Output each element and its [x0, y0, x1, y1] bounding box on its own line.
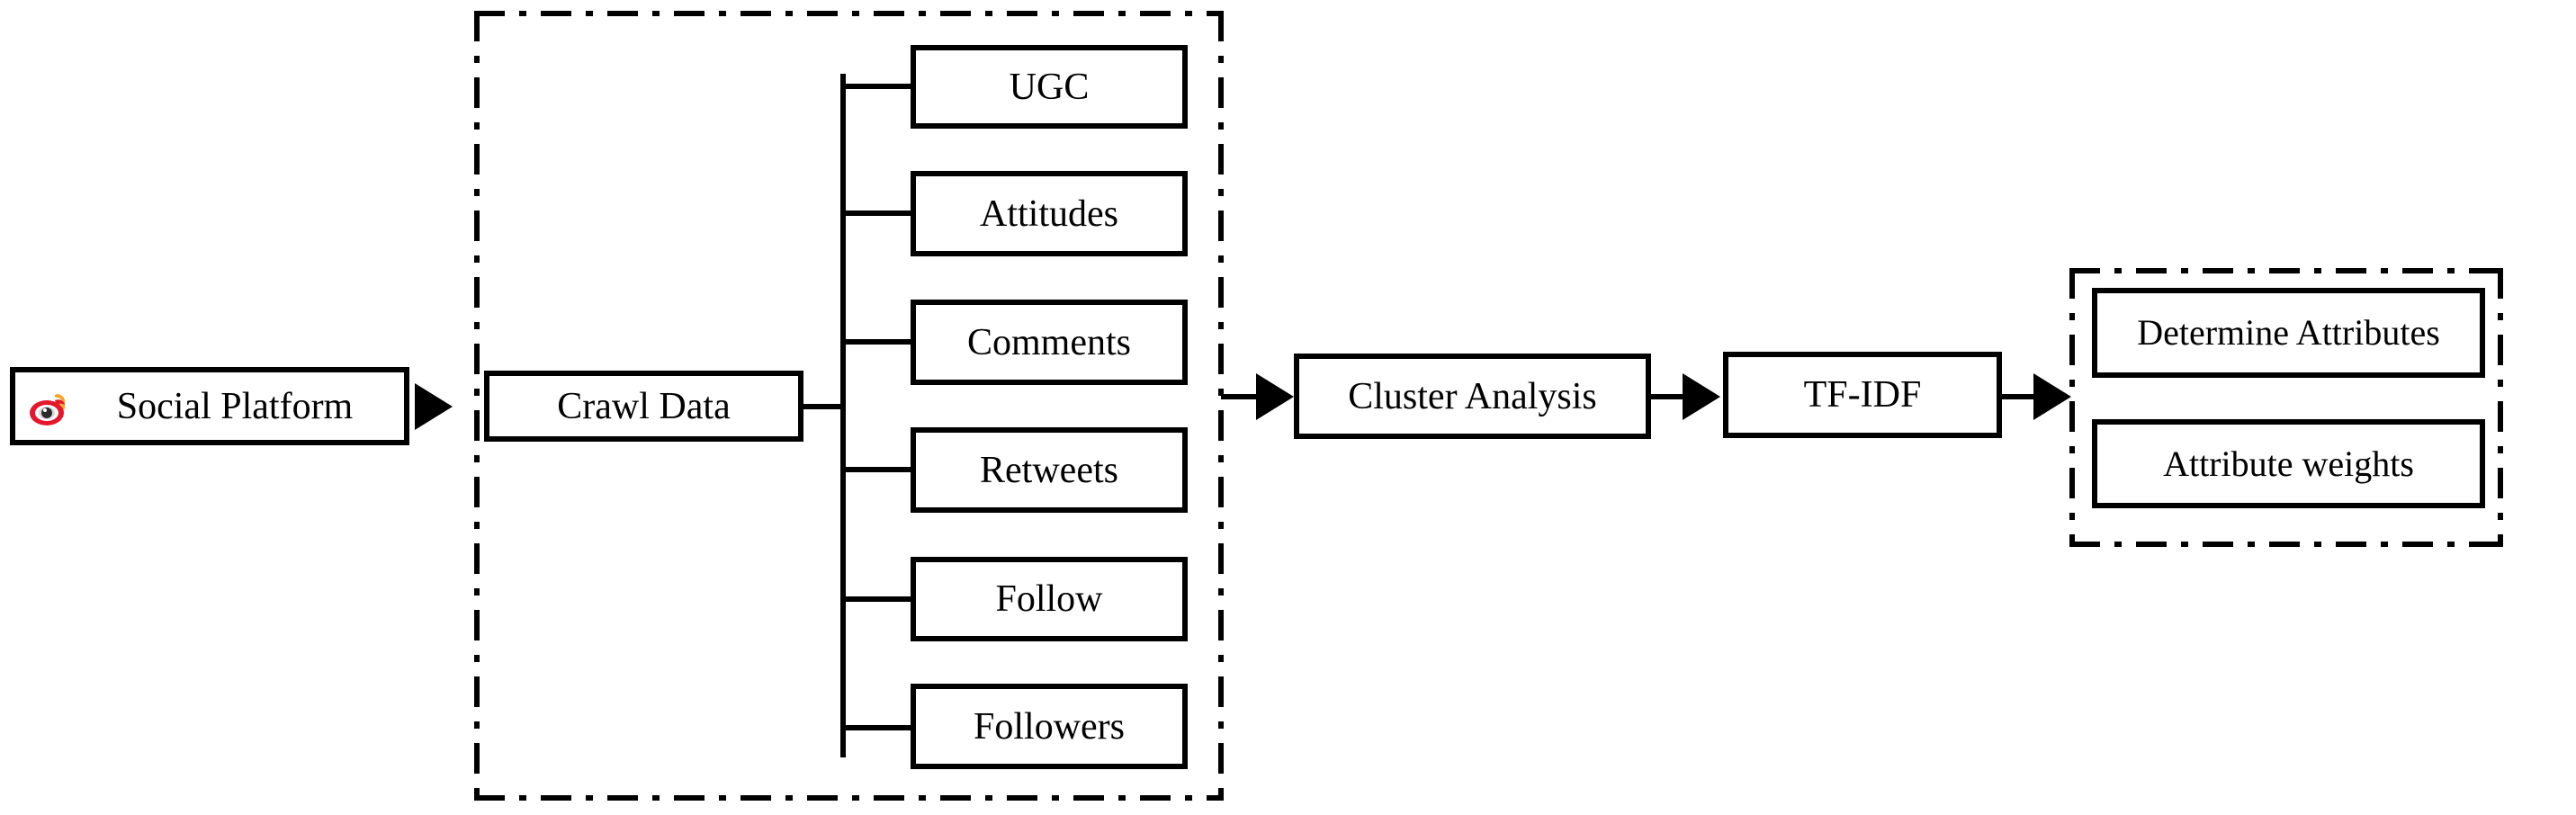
node-social-platform-label: Social Platform	[116, 385, 354, 427]
node-crawl-data-label: Crawl Data	[557, 385, 731, 427]
node-branch-retweets[interactable]: Retweets	[911, 427, 1188, 513]
node-branch-attitudes-label: Attitudes	[980, 193, 1118, 235]
node-branch-attitudes[interactable]: Attitudes	[911, 171, 1188, 256]
node-determine-attributes[interactable]: Determine Attributes	[2092, 288, 2485, 378]
node-branch-retweets-label: Retweets	[980, 449, 1118, 491]
weibo-logo-icon	[28, 389, 71, 432]
node-branch-follow[interactable]: Follow	[911, 557, 1188, 641]
connector-tfidf-to-output	[1999, 394, 2037, 399]
node-attribute-weights[interactable]: Attribute weights	[2092, 419, 2485, 508]
node-cluster-analysis[interactable]: Cluster Analysis	[1294, 354, 1651, 439]
node-branch-follow-label: Follow	[995, 578, 1103, 620]
arrow-cluster-to-tfidf	[1683, 373, 1720, 420]
node-tf-idf-label: TF-IDF	[1803, 374, 1922, 416]
connector-branch-trunk	[840, 74, 846, 757]
node-attribute-weights-label: Attribute weights	[2163, 443, 2414, 484]
node-branch-followers-label: Followers	[974, 705, 1125, 748]
connector-cluster-to-tfidf	[1648, 394, 1686, 399]
node-branch-ugc-label: UGC	[1009, 66, 1090, 108]
connector-branch-stub-follow	[840, 596, 914, 602]
node-cluster-analysis-label: Cluster Analysis	[1348, 375, 1597, 417]
node-branch-followers[interactable]: Followers	[911, 684, 1188, 769]
node-tf-idf[interactable]: TF-IDF	[1723, 352, 2002, 438]
arrow-source-to-crawl	[415, 383, 453, 430]
connector-branch-stub-followers	[840, 725, 914, 730]
arrow-tfidf-to-output	[2033, 373, 2071, 420]
connector-crawl-to-trunk	[801, 404, 846, 409]
node-social-platform[interactable]: Social Platform	[10, 367, 409, 445]
connector-branch-stub-ugc	[840, 84, 914, 89]
node-determine-attributes-label: Determine Attributes	[2137, 312, 2440, 353]
connector-branch-stub-attitudes	[840, 210, 914, 216]
node-branch-ugc[interactable]: UGC	[911, 45, 1188, 129]
arrow-crawl-group-to-cluster	[1256, 373, 1294, 420]
node-branch-comments-label: Comments	[966, 321, 1131, 363]
connector-group-to-cluster	[1221, 394, 1261, 399]
node-crawl-data[interactable]: Crawl Data	[484, 371, 803, 442]
connector-branch-stub-retweets	[840, 467, 914, 472]
connector-branch-stub-comments	[840, 339, 914, 345]
node-branch-comments[interactable]: Comments	[911, 300, 1188, 385]
